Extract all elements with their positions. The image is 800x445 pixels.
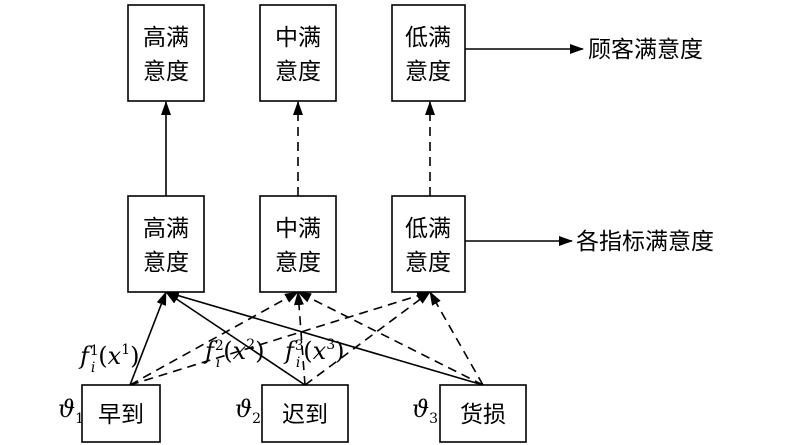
- mid-node-high-box: [127, 195, 205, 293]
- mid-node-high-line2: 意度: [143, 250, 189, 276]
- customer-satisfaction-label: 顾客满意度: [588, 37, 703, 63]
- bottom-row: ϑ1 早到 ϑ2 迟到 ϑ3 货损: [58, 384, 527, 443]
- mid-node-low-box: [391, 195, 466, 293]
- input-node-damage-label: 货损: [460, 402, 506, 428]
- input-node-late-label: 迟到: [282, 402, 328, 428]
- mid-node-medium: 中满 意度: [259, 195, 337, 293]
- top-node-high-line1: 高满: [143, 25, 189, 51]
- edge-early-to-mid-medium: [129, 291, 299, 386]
- edge-late-to-mid-low: [304, 291, 431, 386]
- top-node-medium: 中满 意度: [259, 4, 337, 102]
- input-node-damage: ϑ3 货损: [412, 384, 527, 443]
- aggregation-connections: [161, 101, 435, 196]
- edge-late-to-mid-medium: [293, 291, 306, 386]
- top-node-medium-line1: 中满: [275, 25, 321, 51]
- top-node-medium-line2: 意度: [275, 59, 321, 85]
- top-node-low: 低满 意度: [391, 4, 466, 102]
- mid-node-high-line1: 高满: [143, 216, 189, 242]
- input-node-early: ϑ1 早到: [58, 384, 161, 443]
- input-node-damage-box: [439, 384, 527, 443]
- top-node-high-line2: 意度: [143, 59, 189, 85]
- input-node-early-label: 早到: [98, 402, 144, 428]
- top-node-medium-box: [259, 4, 337, 102]
- top-node-low-line2: 意度: [405, 59, 451, 85]
- input-node-early-box: [81, 384, 161, 443]
- edge-damage-to-mid-medium: [297, 291, 484, 386]
- mid-node-low: 低满 意度: [391, 195, 466, 293]
- mid-node-high: 高满 意度: [127, 195, 205, 293]
- top-node-low-box: [391, 4, 466, 102]
- edge-late-to-mid-high: [165, 291, 306, 386]
- edge-damage-to-mid-high: [165, 290, 484, 386]
- top-node-high-box: [127, 4, 205, 102]
- input-node-late: ϑ2 迟到: [235, 384, 349, 443]
- mid-node-low-line1: 低满: [405, 216, 451, 242]
- input-node-late-box: [261, 384, 349, 443]
- top-row: 高满 意度 中满 意度 低满 意度: [127, 4, 466, 102]
- weight-label-3: ϑ3: [412, 395, 438, 427]
- mid-node-low-line2: 意度: [405, 250, 451, 276]
- input-connections: [129, 290, 484, 386]
- indicator-satisfaction-label: 各指标满意度: [576, 229, 714, 255]
- mid-node-medium-box: [259, 195, 337, 293]
- mid-row: 高满 意度 中满 意度 低满 意度: [127, 195, 466, 293]
- mid-node-medium-line2: 意度: [275, 250, 321, 276]
- edge-early-to-mid-low: [129, 291, 431, 386]
- side-arrows: [465, 44, 584, 246]
- mid-node-medium-line1: 中满: [275, 216, 321, 242]
- top-node-high: 高满 意度: [127, 4, 205, 102]
- top-node-low-line1: 低满: [405, 25, 451, 51]
- weight-label-2: ϑ2: [235, 395, 261, 427]
- weight-label-1: ϑ1: [58, 395, 84, 427]
- edge-damage-to-mid-low: [429, 291, 484, 386]
- edge-early-to-mid-high: [129, 291, 167, 386]
